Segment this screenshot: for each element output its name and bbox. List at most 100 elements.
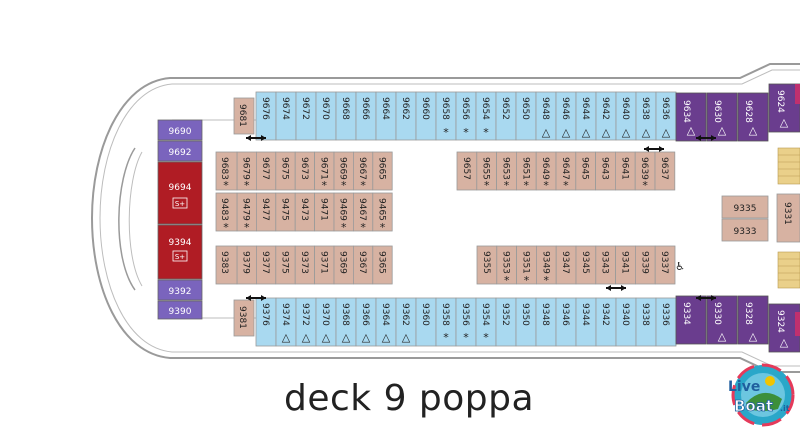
suite-tag-icon — [172, 197, 188, 209]
cabin-9381[interactable] — [233, 299, 255, 337]
accessible-icon: △ — [542, 126, 551, 139]
cabin-label: 9381 — [237, 306, 247, 329]
pull-out-bed-icon: * — [244, 179, 250, 192]
cabin-label: 9653 — [501, 157, 511, 180]
pull-out-bed-icon: * — [463, 126, 469, 139]
accessible-icon: △ — [402, 331, 411, 344]
cabin-9333[interactable] — [721, 218, 769, 242]
cabin-label: 9346 — [560, 303, 570, 326]
accessible-icon: △ — [749, 330, 758, 343]
cabin-label: 9383 — [219, 251, 229, 274]
cabin-label: 9646 — [560, 97, 570, 120]
arrow-head-icon — [659, 146, 664, 152]
cabin-label: 9371 — [318, 251, 328, 274]
cabin-label: 9360 — [420, 303, 430, 326]
cabin-9330[interactable] — [706, 295, 738, 345]
pull-out-bed-icon: * — [524, 274, 530, 287]
cabin-label: 9655 — [481, 157, 491, 180]
cabin-9334[interactable] — [675, 295, 707, 345]
cabin-label: 9353 — [501, 251, 511, 274]
cabin-9637[interactable] — [654, 151, 676, 191]
cabin-label: 9351 — [521, 251, 531, 274]
accessible-icon: △ — [718, 330, 727, 343]
arrow-head-icon — [261, 135, 266, 141]
cabin-label: 9656 — [460, 97, 470, 120]
arrow-head-icon — [696, 295, 701, 301]
cabin-label: 9638 — [640, 97, 650, 120]
cabin-label: 9377 — [260, 251, 270, 274]
cabin-9634[interactable] — [675, 92, 707, 142]
cabin-label: 9669 — [338, 157, 348, 180]
suite-tag: S+ — [175, 200, 185, 208]
cabin-9335[interactable] — [721, 195, 769, 219]
arrow-head-icon — [606, 285, 611, 291]
cabin-9465[interactable] — [372, 192, 393, 232]
arrow-head-icon — [711, 135, 716, 141]
connecting-arrows — [246, 135, 716, 301]
accessible-icon: △ — [322, 331, 331, 344]
cabin-label: 9334 — [681, 302, 691, 325]
cabin-9692[interactable] — [157, 140, 203, 162]
cabin-label: 9647 — [560, 157, 570, 180]
cabin-label: 9630 — [712, 100, 722, 123]
suite-tag: S+ — [175, 253, 185, 261]
cabin-label: 9367 — [357, 251, 367, 274]
cabin-9392[interactable] — [157, 279, 203, 301]
cabin-label: 9330 — [712, 302, 722, 325]
cabin-9483[interactable] — [215, 192, 238, 232]
cabin-label: 9352 — [500, 303, 510, 326]
cabin-label: 9370 — [320, 303, 330, 326]
cabin-label: 9379 — [241, 251, 251, 274]
cabin-9694[interactable] — [157, 161, 203, 225]
pull-out-bed-icon: * — [504, 179, 510, 192]
cabin-9683[interactable] — [215, 151, 238, 191]
cabin-9394[interactable] — [157, 224, 203, 280]
pull-out-bed-icon: * — [483, 331, 489, 344]
cabin-label: 9644 — [580, 97, 590, 120]
cabin-9328[interactable] — [737, 295, 769, 345]
cabin-label: 9645 — [580, 157, 590, 180]
cabin-9331[interactable] — [776, 193, 800, 243]
accessible-icon: △ — [382, 331, 391, 344]
cabin-label: 9364 — [380, 303, 390, 326]
accessible-icon: △ — [662, 126, 671, 139]
arrow-head-icon — [621, 285, 626, 291]
cabin-9681[interactable] — [233, 97, 255, 135]
cabin-9383[interactable] — [215, 245, 238, 285]
wheelchair-icon: ♿ — [675, 260, 685, 273]
cabin-label: 9340 — [620, 303, 630, 326]
cabin-label: 9342 — [600, 303, 610, 326]
cabin-9665[interactable] — [372, 151, 393, 191]
cabin-9630[interactable] — [706, 92, 738, 142]
cabin-9337[interactable] — [654, 245, 676, 285]
cabin-9624[interactable] — [768, 83, 800, 133]
cabin-label: 9690 — [169, 127, 192, 137]
cabin-9390[interactable] — [157, 300, 203, 320]
cabin-label: 9336 — [660, 303, 670, 326]
cabin-label: 9674 — [280, 97, 290, 120]
accessible-icon: △ — [780, 116, 789, 129]
accessible-icon: △ — [342, 331, 351, 344]
cabin-9365[interactable] — [372, 245, 393, 285]
cabin-9324[interactable] — [768, 303, 800, 353]
pull-out-bed-icon: * — [360, 179, 366, 192]
cabin-label: 9667 — [357, 157, 367, 180]
cabin-9690[interactable] — [157, 119, 203, 141]
cabin-label: 9681 — [237, 104, 247, 127]
cabin-label: 9651 — [520, 157, 530, 180]
magenta-marker — [795, 84, 800, 104]
cabin-9628[interactable] — [737, 92, 769, 142]
pull-out-bed-icon: * — [443, 126, 449, 139]
liveboat-logo: Live Boat .it — [728, 363, 795, 427]
arrow-head-icon — [711, 295, 716, 301]
cabin-label: 9394 — [169, 238, 192, 248]
arrow-head-icon — [246, 295, 251, 301]
cabin-label: 9339 — [639, 251, 649, 274]
accessible-icon: △ — [602, 126, 611, 139]
cabin-label: 9368 — [340, 303, 350, 326]
